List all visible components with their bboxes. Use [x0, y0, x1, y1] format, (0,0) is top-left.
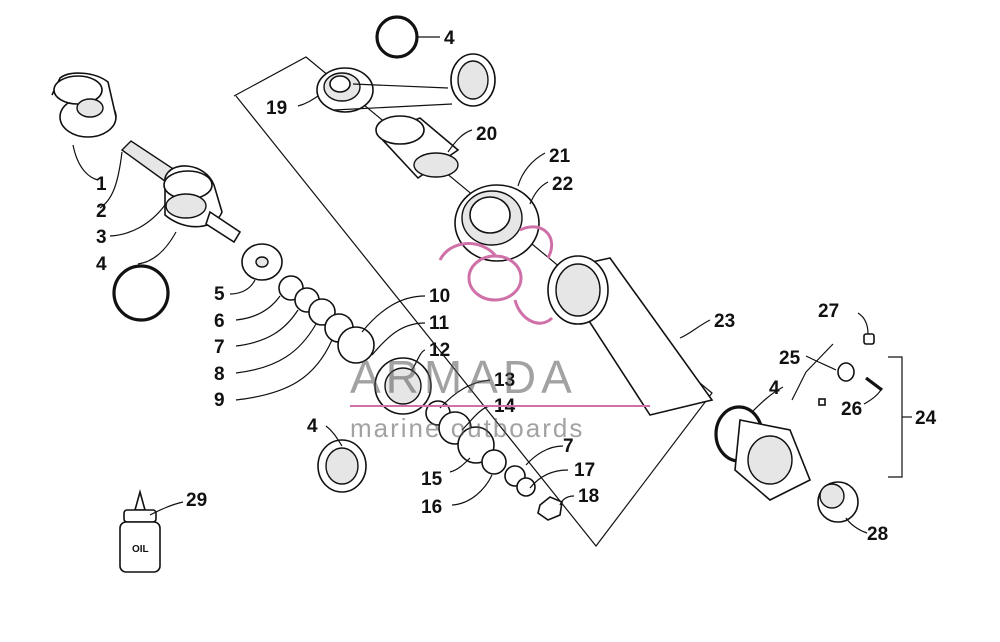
- part-shaft-assembly: [120, 140, 242, 244]
- callout-8: 8: [214, 364, 225, 385]
- part-seal-head: [316, 67, 374, 113]
- callout-28: 28: [867, 524, 888, 545]
- callout-5: 5: [214, 284, 225, 305]
- callout-4d: 4: [769, 378, 780, 399]
- callout-13: 13: [494, 370, 515, 391]
- part-cap-28: [817, 481, 859, 523]
- callout-4a: 4: [96, 254, 107, 275]
- callout-9: 9: [214, 390, 225, 411]
- callout-18: 18: [578, 486, 599, 507]
- callout-10: 10: [429, 286, 450, 307]
- callout-2: 2: [96, 201, 107, 222]
- callout-11: 11: [429, 313, 450, 334]
- callout-numbers: 1 2 3 4 5 6 7 8 9 10 11 12 13 14 4 7 15 …: [96, 28, 937, 545]
- callout-19: 19: [266, 98, 287, 119]
- callout-20: 20: [476, 124, 497, 145]
- callout-1: 1: [96, 174, 107, 195]
- watermark-tagline: marine outboards: [350, 413, 584, 443]
- callout-27: 27: [818, 301, 839, 322]
- callout-23: 23: [714, 311, 735, 332]
- oil-label: OIL: [132, 544, 149, 555]
- part-oil-bottle: OIL: [119, 489, 161, 573]
- callout-7b: 7: [563, 436, 574, 457]
- callout-17: 17: [574, 460, 595, 481]
- part-lock-nut: [454, 184, 540, 262]
- callout-22: 22: [552, 174, 573, 195]
- callout-12: 12: [429, 340, 450, 361]
- part-valve-25-27: [818, 333, 883, 406]
- callout-16: 16: [421, 497, 442, 518]
- callout-7a: 7: [214, 337, 225, 358]
- watermark-logo-icon: [438, 225, 554, 325]
- group-box-outline: [233, 56, 713, 547]
- callout-4b: 4: [307, 416, 318, 437]
- part-bushing-4-top: [450, 53, 496, 107]
- callout-25: 25: [779, 348, 801, 369]
- callout-29: 29: [186, 490, 207, 511]
- callout-15: 15: [421, 469, 443, 490]
- watermark: ARMADA marine outboards: [350, 225, 650, 443]
- callout-3: 3: [96, 227, 107, 248]
- leader-lines: [72, 36, 883, 534]
- callout-6: 6: [214, 311, 225, 332]
- bracket-24: [888, 356, 903, 478]
- callout-24: 24: [915, 408, 937, 429]
- callout-21: 21: [549, 146, 571, 167]
- watermark-brand: ARMADA: [350, 351, 577, 403]
- part-bushing-top: [51, 72, 117, 138]
- part-bushing-20: [375, 115, 460, 180]
- part-bushing-4-lower: [317, 439, 367, 493]
- bracket-25: [805, 343, 834, 373]
- part-lower-housing: [734, 419, 812, 501]
- callout-26: 26: [841, 399, 862, 420]
- oring-top: [375, 15, 419, 59]
- oring-left: [112, 264, 170, 322]
- part-cylinder-body: [547, 255, 714, 416]
- callout-4c: 4: [444, 28, 455, 49]
